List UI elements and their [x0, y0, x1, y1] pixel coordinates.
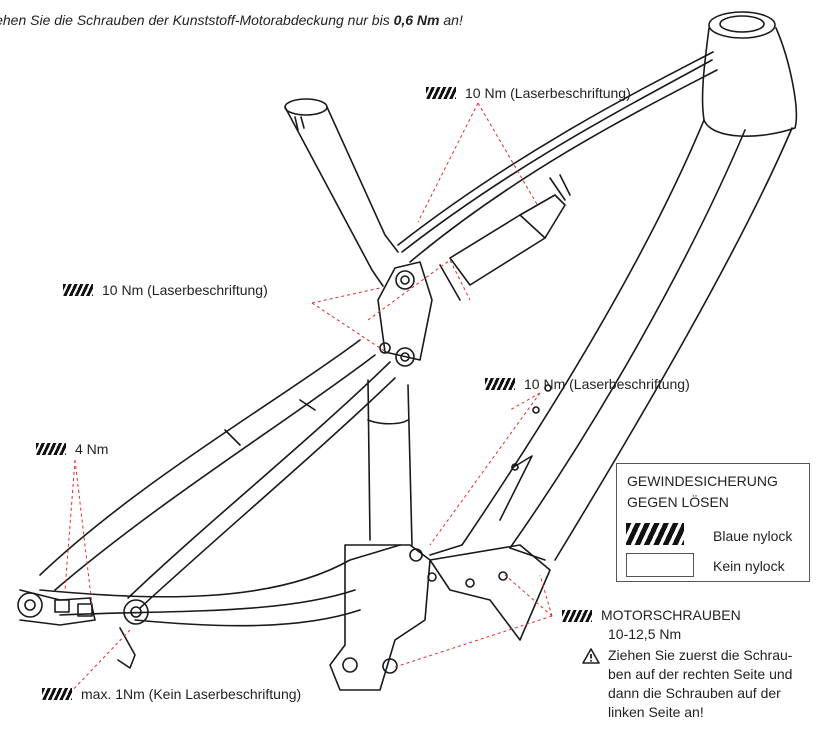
hatch-pattern-icon [63, 284, 93, 296]
label-pivot-torque: 10 Nm (Laserbeschriftung) [63, 282, 268, 298]
rear-dropouts [17, 589, 149, 669]
hatch-pattern-icon [485, 378, 515, 390]
label-top-tube-torque: 10 Nm (Laserbeschriftung) [426, 85, 631, 101]
legend-no-nylock: Kein nylock [713, 558, 785, 574]
down-tube [429, 119, 793, 561]
seat-tube [284, 98, 399, 287]
torque-note-value: 0,6 Nm [393, 12, 440, 28]
thread-lock-legend: GEWINDESICHERUNG GEGEN LÖSEN Blaue nyloc… [616, 463, 810, 582]
motor-warning-text: Ziehen Sie zuerst die Schrau-ben auf der… [608, 647, 793, 720]
blue-nylock-swatch [626, 523, 684, 545]
hatch-pattern-icon [42, 688, 72, 700]
leader-lines [64, 102, 553, 696]
chain-stays [39, 544, 401, 627]
torque-note: iehen Sie die Schrauben der Kunststoff-M… [0, 12, 463, 28]
rear-shock [439, 174, 571, 301]
rocker-link [377, 261, 433, 367]
top-tube [397, 51, 718, 263]
hatch-pattern-icon [426, 87, 456, 99]
warning-triangle-icon [582, 648, 600, 664]
head-tube [701, 11, 798, 137]
label-rear-axle-torque: 4 Nm [36, 441, 108, 457]
no-nylock-swatch [626, 553, 694, 577]
hatch-pattern-icon [562, 609, 592, 622]
motor-title: MOTORSCHRAUBEN [601, 607, 741, 623]
legend-blue-nylock: Blaue nylock [713, 528, 793, 544]
label-dropout-torque: max. 1Nm (Kein Laserbeschriftung) [42, 686, 301, 702]
seat-stays [39, 339, 396, 609]
label-main-pivot-torque: 10 Nm (Laserbeschriftung) [485, 376, 690, 392]
motor-screws-note: MOTORSCHRAUBEN 10-12,5 Nm Ziehen Sie zue… [562, 606, 808, 722]
motor-mount [329, 384, 552, 691]
motor-torque: 10-12,5 Nm [608, 626, 682, 642]
legend-title: GEWINDESICHERUNG GEGEN LÖSEN [627, 473, 778, 510]
seat-tube-lower [367, 379, 413, 546]
hatch-pattern-icon [36, 443, 66, 455]
